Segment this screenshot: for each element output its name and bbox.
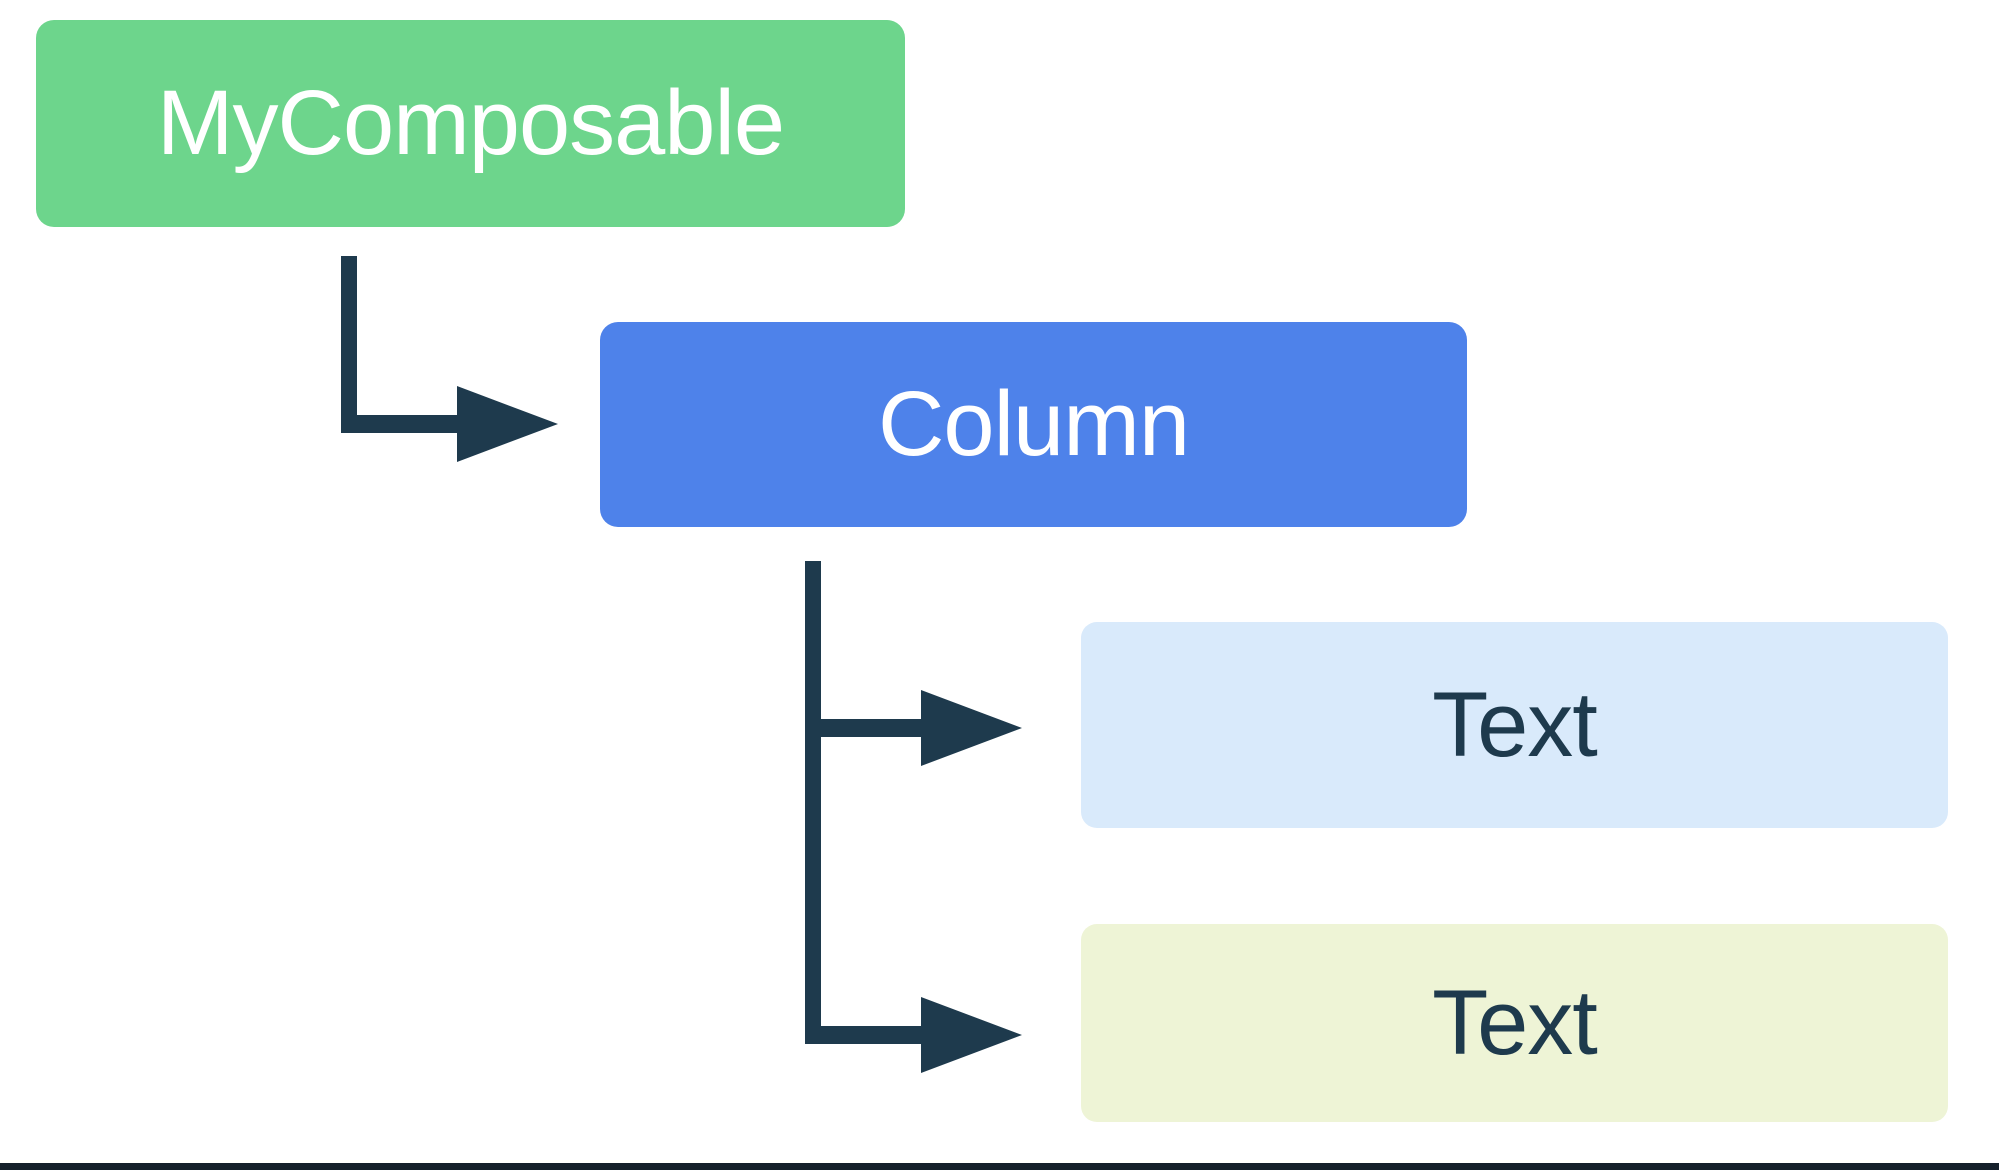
node-mycomposable: MyComposable bbox=[36, 20, 905, 227]
arrow-column-to-texts bbox=[805, 561, 1022, 1073]
node-text-second: Text bbox=[1081, 924, 1948, 1122]
node-column: Column bbox=[600, 322, 1467, 527]
node-text-first: Text bbox=[1081, 622, 1948, 828]
node-text-second-label: Text bbox=[1432, 971, 1598, 1074]
node-mycomposable-label: MyComposable bbox=[156, 72, 785, 174]
bottom-edge-rule bbox=[0, 1163, 1999, 1170]
node-text-first-label: Text bbox=[1432, 673, 1598, 776]
arrow-mycomposable-to-column bbox=[341, 256, 558, 462]
node-column-label: Column bbox=[877, 373, 1190, 475]
